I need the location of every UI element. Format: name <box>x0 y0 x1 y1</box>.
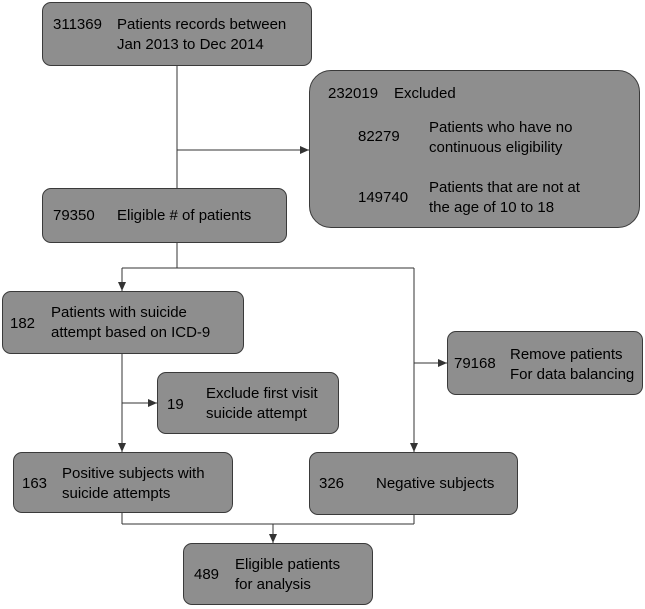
positive-box: 163 Positive subjects with suicide attem… <box>13 452 233 513</box>
positive-count: 163 <box>22 475 48 492</box>
remove-count: 79168 <box>454 355 496 372</box>
excluded-item2-label-line1: Patients that are not at <box>429 179 580 196</box>
final-label-line2: for analysis <box>235 576 311 593</box>
excluded-item2-label-line2: the age of 10 to 18 <box>429 199 555 216</box>
suicide-attempt-label-line1: Patients with suicide <box>51 304 187 321</box>
excluded-item2-count: 149740 <box>358 189 409 206</box>
remove-label-line2: For data balancing <box>510 366 635 383</box>
suicide-attempt-count: 182 <box>10 315 36 332</box>
suicide-attempt-label-line2: attempt based on ICD-9 <box>51 324 211 341</box>
excluded-item1-label-line1: Patients who have no <box>429 119 573 136</box>
exclude-first-label-line2: suicide attempt <box>206 405 307 422</box>
records-box: 311369 Patients records between Jan 2013… <box>42 2 312 66</box>
excluded-count: 232019 <box>328 85 379 102</box>
excluded-label: Excluded <box>394 85 456 102</box>
exclude-first-box: 19 Exclude first visit suicide attempt <box>157 372 339 434</box>
records-label-line2: Jan 2013 to Dec 2014 <box>117 36 264 53</box>
negative-label: Negative subjects <box>376 475 495 492</box>
negative-box: 326 Negative subjects <box>309 452 518 515</box>
exclude-first-label-line1: Exclude first visit <box>206 385 318 402</box>
positive-label-line1: Positive subjects with <box>62 465 205 482</box>
excluded-box: 232019 Excluded 82279 Patients who have … <box>309 70 640 228</box>
excluded-item1-label-line2: continuous eligibility <box>429 139 563 156</box>
eligible-box: 79350 Eligible # of patients <box>42 188 287 243</box>
negative-count: 326 <box>319 475 345 492</box>
excluded-item1-count: 82279 <box>358 128 400 145</box>
records-count: 311369 <box>53 16 102 33</box>
exclude-first-count: 19 <box>167 396 184 413</box>
eligible-label: Eligible # of patients <box>117 207 252 224</box>
remove-box: 79168 Remove patients For data balancing <box>447 331 643 395</box>
suicide-attempt-box: 182 Patients with suicide attempt based … <box>2 291 244 354</box>
remove-label-line1: Remove patients <box>510 346 623 363</box>
final-box: 489 Eligible patients for analysis <box>183 543 373 605</box>
positive-label-line2: suicide attempts <box>62 485 171 502</box>
eligible-count: 79350 <box>53 207 95 224</box>
final-label-line1: Eligible patients <box>235 556 341 573</box>
records-label-line1: Patients records between <box>117 16 287 33</box>
final-count: 489 <box>194 566 220 583</box>
